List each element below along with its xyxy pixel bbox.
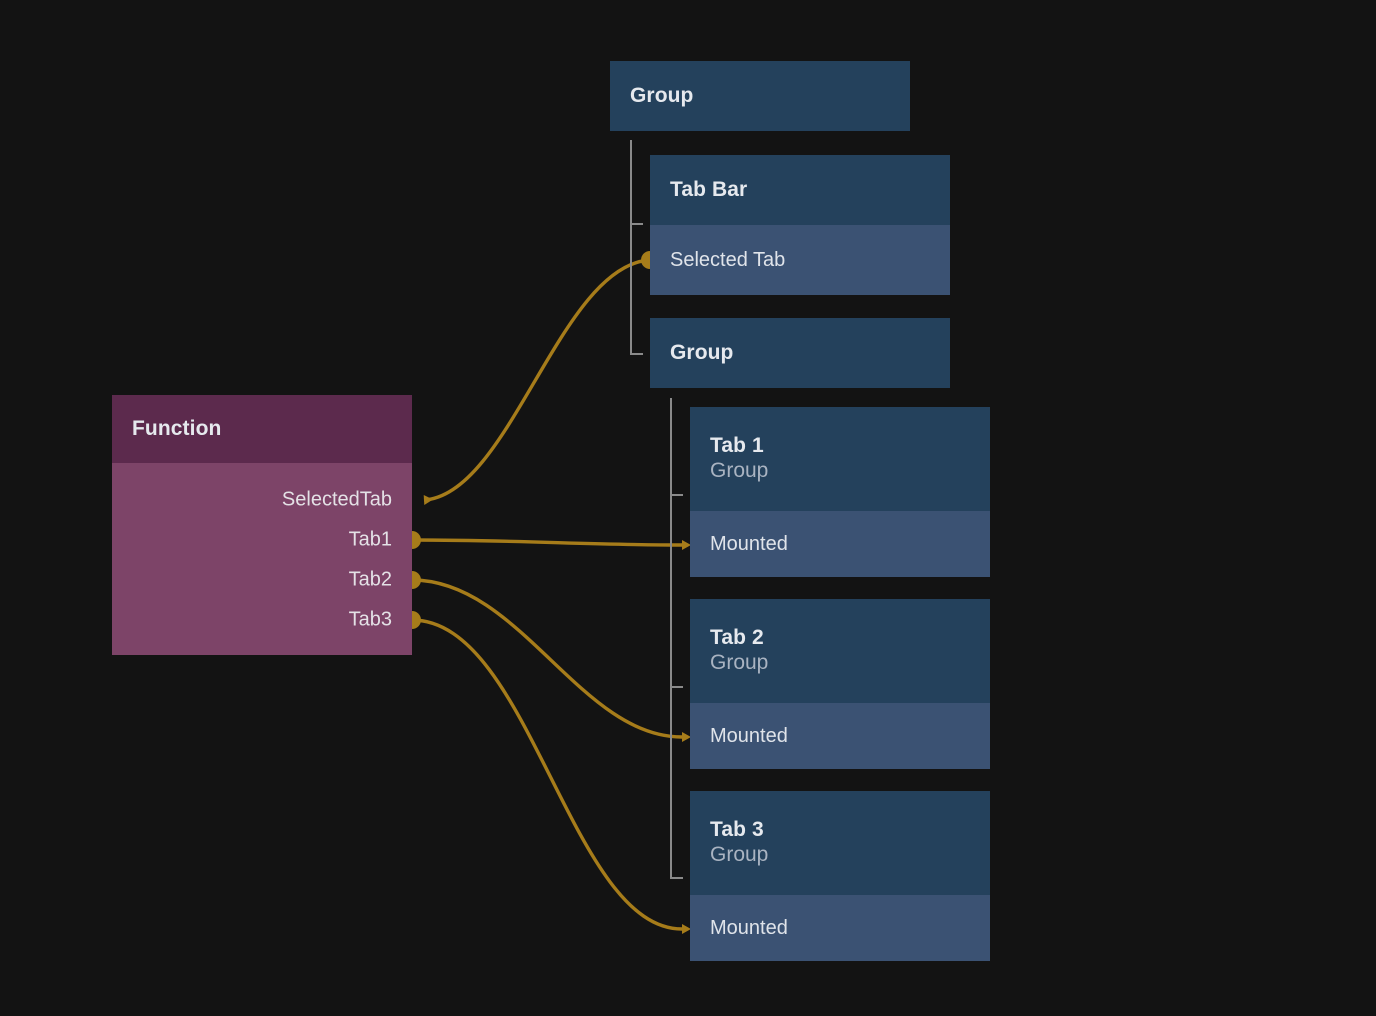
tree-line-root [630, 140, 632, 355]
port-label-tab1[interactable]: Tab1 [349, 529, 392, 552]
node-tab1-row-mounted[interactable]: Mounted [690, 511, 990, 577]
node-tab3-title: Tab 3 [710, 818, 970, 843]
tree-tick-tab3 [670, 877, 683, 879]
node-child-group[interactable]: Group [650, 318, 950, 388]
node-tab-bar[interactable]: Tab Bar Selected Tab [650, 155, 950, 295]
node-root-group-title: Group [630, 84, 890, 109]
node-tab1-row-mounted-label: Mounted [710, 533, 788, 556]
node-tab3-row-mounted-label: Mounted [710, 917, 788, 940]
tree-tick-child-group [630, 353, 643, 355]
node-tab-bar-row-selected-tab[interactable]: Selected Tab [650, 225, 950, 295]
node-tab3-header: Tab 3 Group [690, 791, 990, 895]
tree-tick-tab1 [670, 494, 683, 496]
node-tab2-subtitle: Group [710, 651, 970, 676]
node-tab3-subtitle: Group [710, 843, 970, 868]
node-tab-bar-row-selected-tab-label: Selected Tab [670, 249, 785, 272]
node-tab1-title: Tab 1 [710, 434, 970, 459]
node-tab-bar-header: Tab Bar [650, 155, 950, 225]
node-function[interactable]: Function SelectedTab Tab1 Tab2 Tab3 [112, 395, 412, 655]
port-label-tab3[interactable]: Tab3 [349, 609, 392, 632]
node-tab1-header: Tab 1 Group [690, 407, 990, 511]
node-tab2[interactable]: Tab 2 Group Mounted [690, 599, 990, 769]
node-tab2-title: Tab 2 [710, 626, 970, 651]
port-label-tab2[interactable]: Tab2 [349, 569, 392, 592]
node-tab3[interactable]: Tab 3 Group Mounted [690, 791, 990, 961]
edge-tab2-to-tab2-mounted [403, 571, 682, 737]
node-tab1[interactable]: Tab 1 Group Mounted [690, 407, 990, 577]
node-root-group-header: Group [610, 61, 910, 131]
node-tab3-row-mounted[interactable]: Mounted [690, 895, 990, 961]
node-function-ports: SelectedTab Tab1 Tab2 Tab3 [112, 463, 412, 655]
port-label-selected-tab[interactable]: SelectedTab [282, 489, 392, 512]
node-function-header: Function [112, 395, 412, 463]
node-tab2-header: Tab 2 Group [690, 599, 990, 703]
node-tab2-row-mounted-label: Mounted [710, 725, 788, 748]
node-child-group-header: Group [650, 318, 950, 388]
tree-tick-tab-bar [630, 223, 643, 225]
node-tab1-subtitle: Group [710, 459, 970, 484]
node-child-group-title: Group [670, 341, 930, 366]
node-root-group[interactable]: Group [610, 61, 910, 131]
node-tab-bar-title: Tab Bar [670, 178, 930, 203]
tree-line-child-group [670, 398, 672, 878]
node-function-title: Function [132, 417, 392, 442]
edge-tab3-to-tab3-mounted [403, 611, 682, 929]
tree-tick-tab2 [670, 686, 683, 688]
edge-tab1-to-tab1-mounted [403, 531, 682, 549]
node-tab2-row-mounted[interactable]: Mounted [690, 703, 990, 769]
edge-selected-tab-to-function [424, 251, 659, 500]
